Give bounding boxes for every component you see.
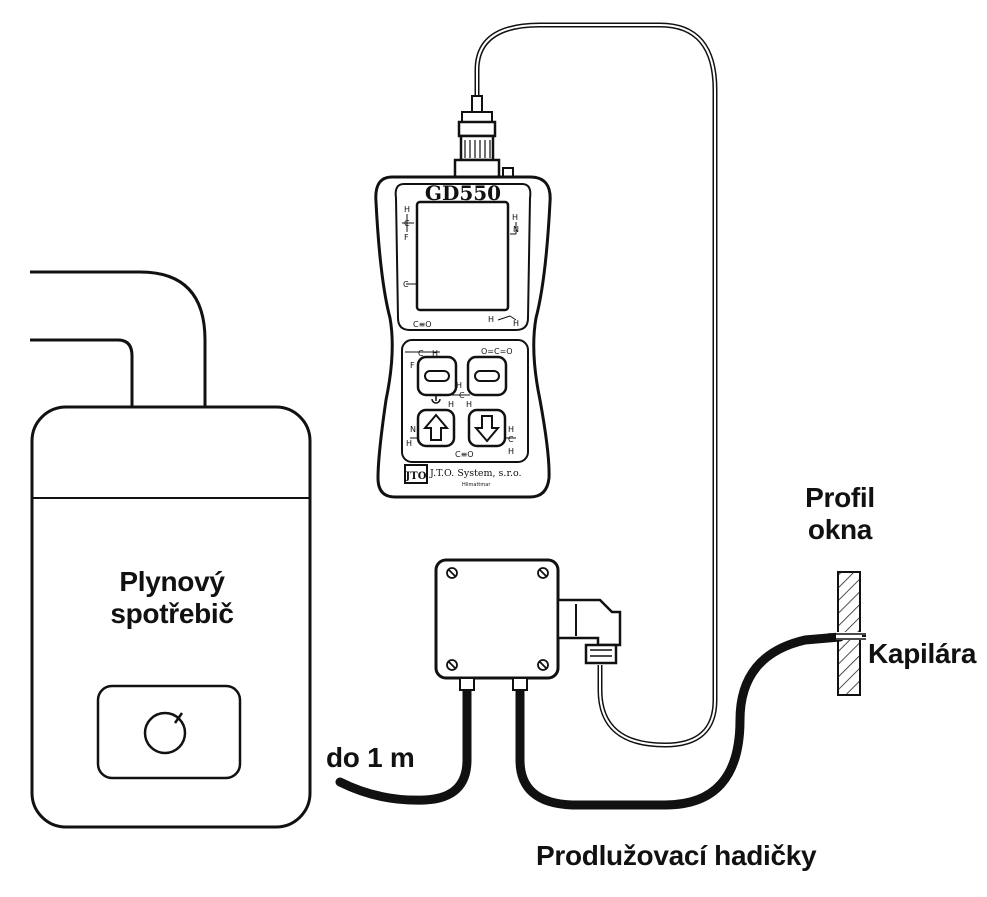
exhaust-pipes — [30, 270, 207, 410]
molecule-h: H — [404, 205, 410, 214]
appliance-label: Plynový spotřebič — [92, 566, 252, 630]
power-icon — [431, 396, 441, 404]
molecule-h: H — [432, 349, 438, 358]
molecule-f: F — [404, 233, 409, 242]
pump-box — [434, 558, 622, 691]
molecule-c: C — [508, 435, 514, 444]
molecule-f: F — [410, 361, 415, 370]
molecule-h: H — [508, 425, 514, 434]
molecule-c: C — [404, 219, 410, 228]
jto-logo — [404, 464, 428, 484]
molecule-co: C≡O — [455, 450, 474, 459]
arrow-down-icon — [473, 415, 501, 443]
appliance-label-line1: Plynový — [119, 566, 225, 597]
appliance-label-line2: spotřebič — [110, 598, 234, 629]
molecule-h: H — [508, 447, 514, 456]
molecule-h: H — [488, 315, 494, 324]
molecule-co2: O=C=O — [481, 347, 513, 356]
molecule-co: C≡O — [413, 320, 432, 329]
molecule-h: H — [466, 400, 472, 409]
molecule-c: C — [459, 391, 465, 400]
molecule-h: H — [513, 319, 519, 328]
device-model: GD550 — [425, 181, 501, 205]
window-frame-label: Profil okna — [790, 482, 890, 546]
gas-appliance — [30, 405, 312, 829]
molecule-h: H — [448, 400, 454, 409]
capillary-label: Kapilára — [868, 638, 977, 669]
extension-hoses — [335, 632, 845, 810]
sensor-cable — [474, 22, 718, 748]
molecule-n: N — [410, 425, 416, 434]
manufacturer: J.T.O. System, s.r.o. — [429, 468, 522, 479]
molecule-h: H — [406, 439, 412, 448]
molecule-c: C — [403, 280, 409, 289]
window-frame — [828, 571, 866, 696]
molecule-h: H — [512, 213, 518, 222]
molecule-c: C — [418, 349, 424, 358]
distance-label: do 1 m — [326, 742, 415, 773]
molecule-n: N — [513, 225, 519, 234]
gas-detector-device: GD550 H C F H — [374, 95, 552, 499]
extension-hoses-label: Prodlužovací hadičky — [536, 840, 817, 871]
molecule-h: H — [456, 381, 462, 390]
sub-logo: Hilmattmar — [462, 482, 491, 488]
logo-text: JTO — [405, 471, 427, 482]
window-frame-label-line1: Profil — [805, 482, 875, 513]
arrow-up-icon — [422, 413, 450, 441]
window-frame-label-line2: okna — [807, 514, 873, 545]
